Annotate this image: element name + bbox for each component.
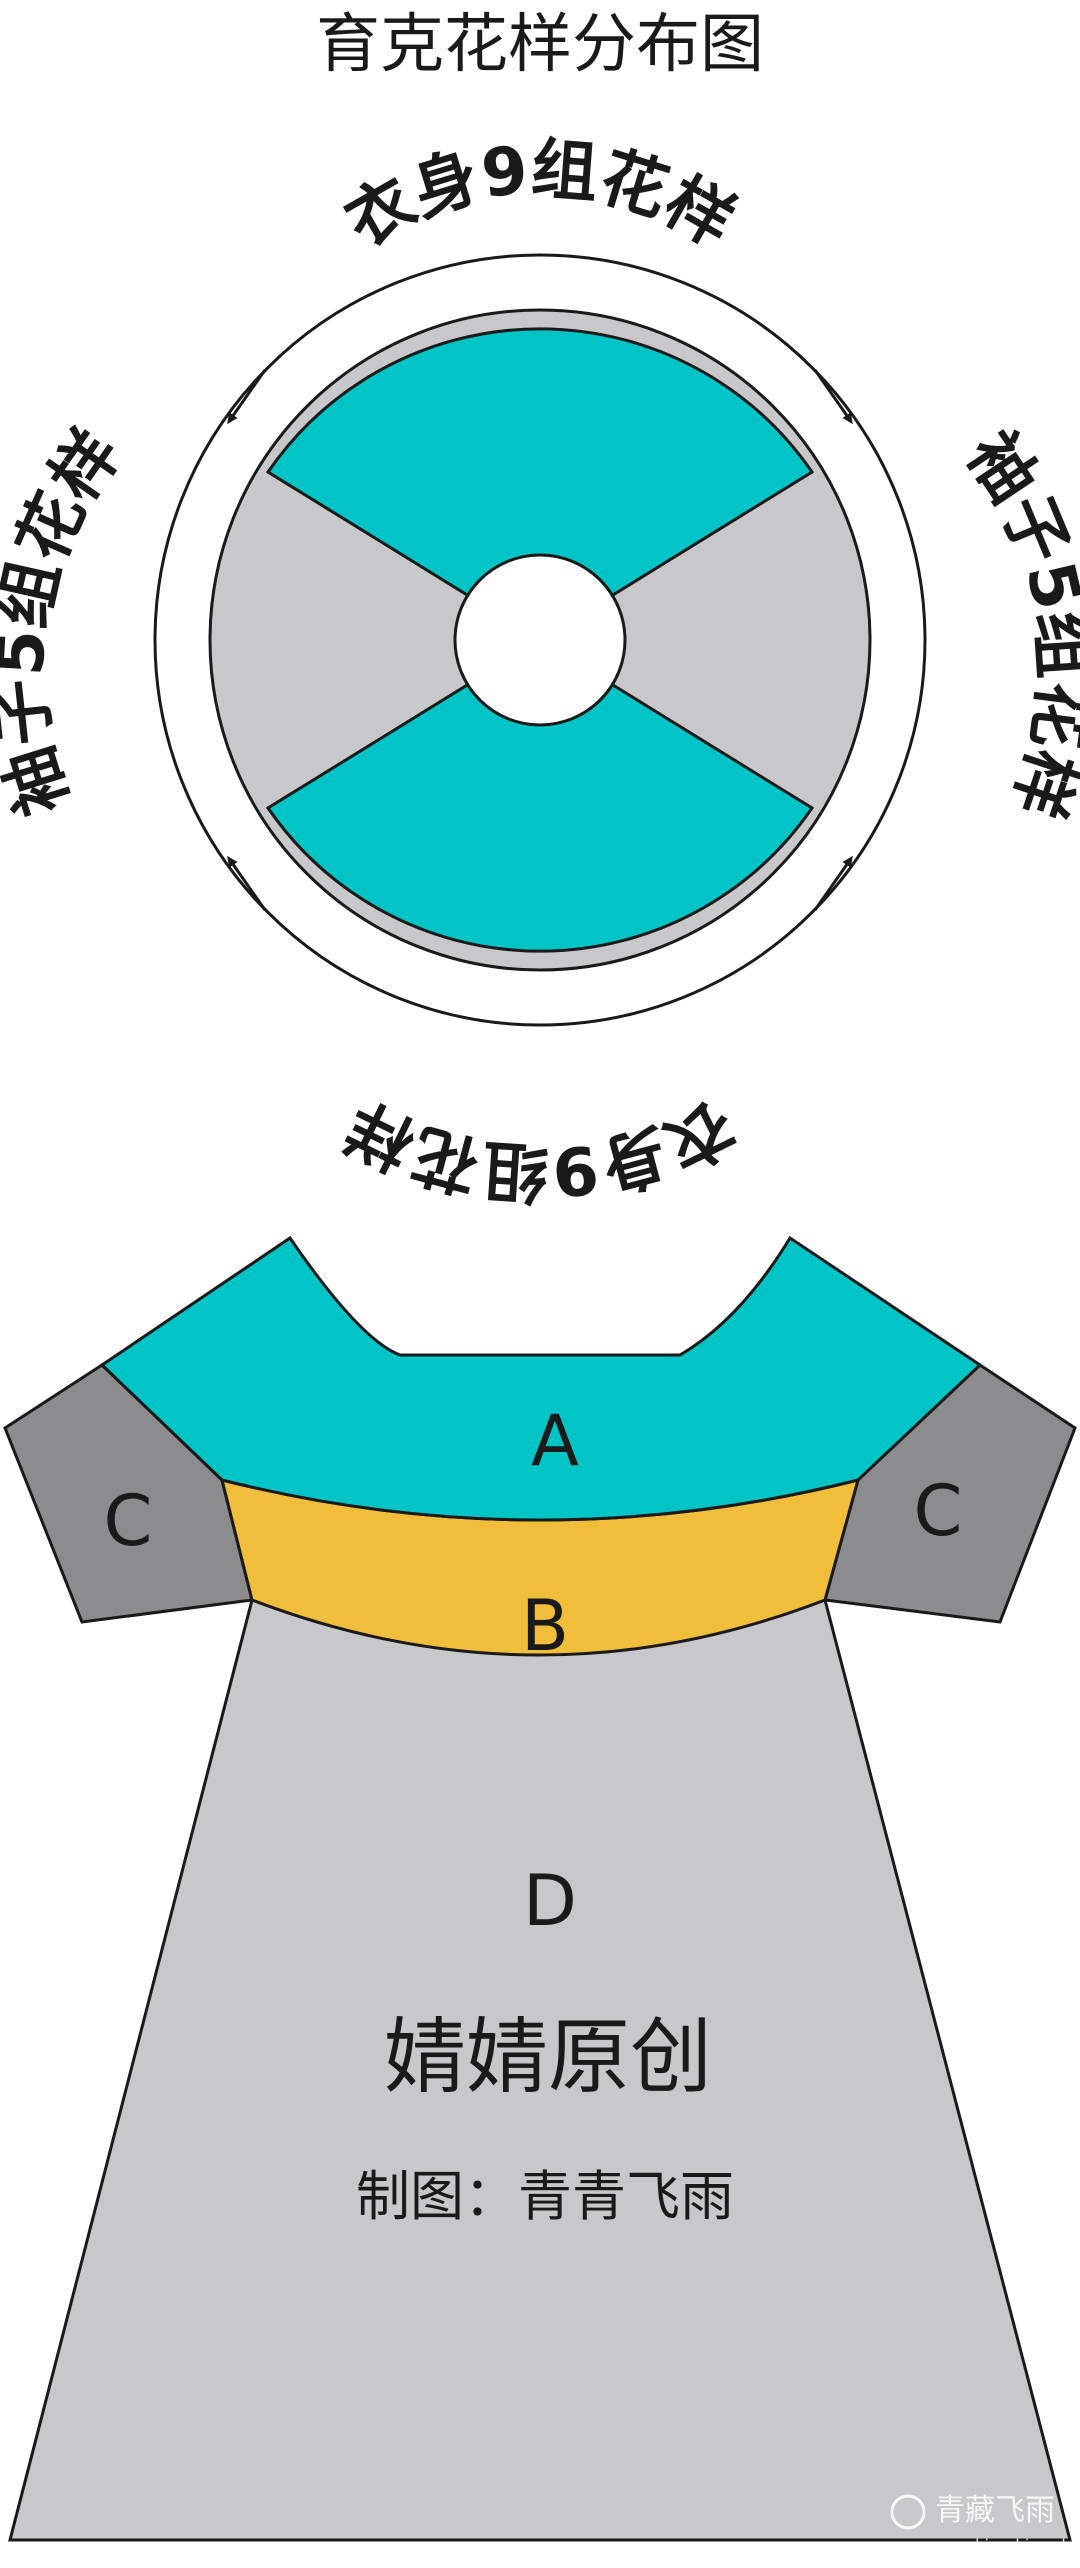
region-label-A: A bbox=[531, 1400, 579, 1482]
region-label-B: B bbox=[521, 1585, 569, 1667]
arrow-bottom-right bbox=[813, 855, 853, 911]
label-bottom: 衣身9组花样 bbox=[334, 1086, 747, 1212]
neck-hole bbox=[453, 553, 627, 727]
sector-body-back bbox=[265, 638, 815, 953]
credit-sub: 制图：青青飞雨 bbox=[356, 2165, 734, 2228]
arrow-bottom-left bbox=[227, 855, 267, 911]
arrow-top-right bbox=[813, 369, 853, 425]
region-label-D: D bbox=[523, 1860, 577, 1942]
region-A bbox=[99, 1235, 983, 1522]
watermark-logo-icon bbox=[890, 2494, 926, 2530]
arrow-top-left bbox=[227, 369, 267, 425]
yoke-circle bbox=[153, 253, 927, 1027]
page-title: 育克花样分布图 bbox=[316, 8, 764, 82]
credit-main: 婧婧原创 bbox=[384, 2010, 712, 2105]
watermark: 青藏飞雨 www.bianzhirensheng.com bbox=[890, 2493, 1080, 2554]
region-label-C-left: C bbox=[104, 1480, 153, 1562]
label-top: 衣身9组花样 bbox=[333, 130, 747, 262]
label-right: 袖子5组花样 bbox=[952, 418, 1080, 827]
region-label-C-right: C bbox=[914, 1470, 963, 1552]
label-left: 袖子5组花样 bbox=[0, 416, 136, 824]
watermark-line1: 青藏飞雨 bbox=[935, 2493, 1055, 2528]
watermark-line2: www.bianzhirensheng.com bbox=[935, 2536, 1080, 2554]
garment-diagram bbox=[3, 1235, 1077, 2542]
sector-body-front bbox=[265, 327, 815, 642]
outer-ring bbox=[153, 253, 927, 1027]
